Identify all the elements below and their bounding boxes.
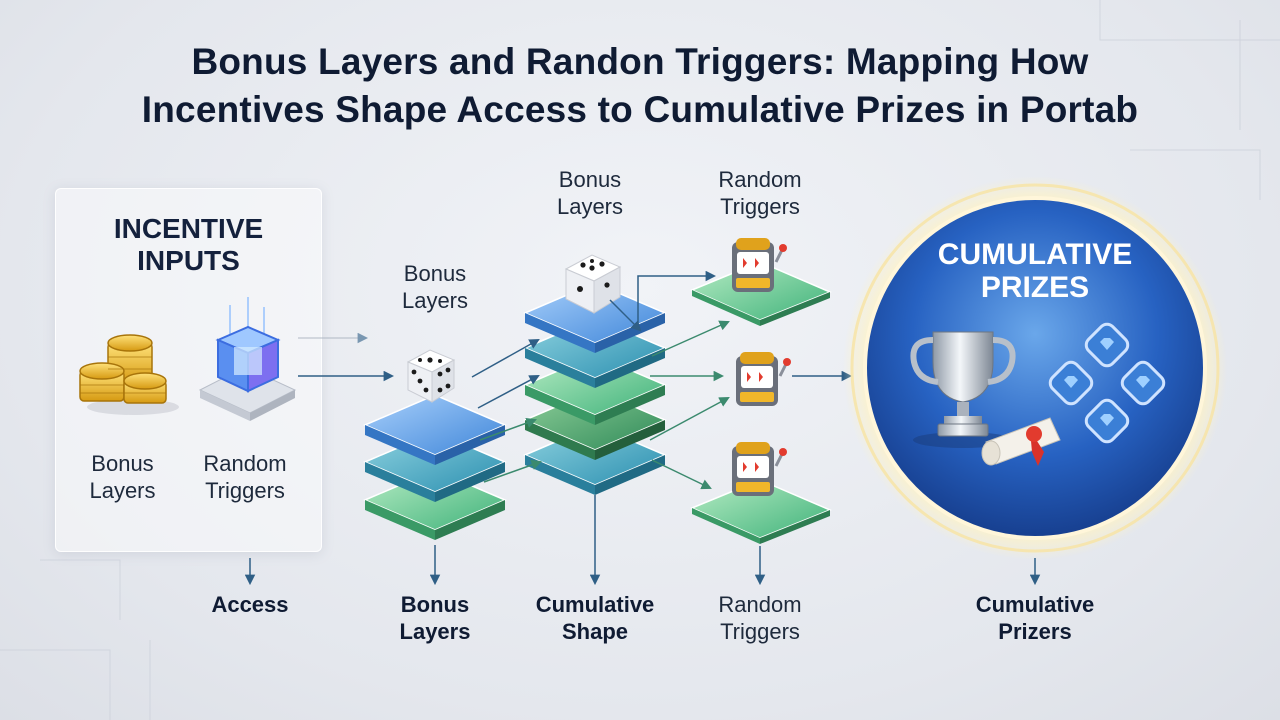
coins-label-line-1: Bonus [91,451,154,476]
coins-label-line-2: Layers [89,478,156,503]
panel-title-line-2: INPUTS [137,245,240,276]
slot-machine-icon-2 [736,352,791,406]
trophy-icon [910,331,1016,448]
coins-label: Bonus Layers [70,450,175,504]
bonus-layer-stack-2 [523,282,667,495]
bottom-label-cumulative-prizers: Cumulative Prizers [955,591,1115,645]
bottom-label-line: Cumulative [975,592,1095,617]
stage-label-random-triggers: Random Triggers [700,166,820,220]
stage-label-line: Layers [401,288,469,313]
badge-cluster-icon [1048,322,1166,444]
down-arrows [244,495,1041,586]
stage-label-line: Bonus [403,261,467,286]
title-line-2: Incentives Shape Access to Cumulative Pr… [141,89,1139,130]
stage-label-bonus-layers-2: Bonus Layers [535,166,645,220]
cube-label: Random Triggers [185,450,305,504]
bottom-label-line: Prizers [998,619,1072,644]
stage-label-bonus-layers-1: Bonus Layers [380,260,490,314]
cube-label-line-1: Random [203,451,287,476]
panel-arrows [298,332,395,382]
bottom-label-bonus-layers: Bonus Layers [375,591,495,645]
title-line-1: Bonus Layers and Randon Triggers: Mappin… [191,41,1089,82]
bottom-label-line: Access [211,592,289,617]
stage-label-line: Triggers [720,194,800,219]
bottom-label-line: Cumulative [535,592,655,617]
bottom-label-access: Access [190,591,310,618]
bottom-label-line: Shape [561,619,629,644]
bottom-label-line: Layers [399,619,471,644]
cumulative-prizes-circle [843,176,1227,560]
scroll-icon [981,417,1061,466]
slot-machine-icon [732,238,787,292]
panel-title: INCENTIVE INPUTS [56,213,321,277]
cube-label-line-2: Triggers [205,478,285,503]
stage-label-line: Bonus [558,167,622,192]
bottom-label-random-triggers: Random Triggers [695,591,825,645]
stack-arrows [471,270,853,490]
bottom-label-cumulative-shape: Cumulative Shape [520,591,670,645]
panel-title-line-1: INCENTIVE [113,213,264,244]
prizes-title-line-2: PRIZES [980,271,1090,304]
dice-icon-2 [564,254,622,314]
coins-icon [79,334,179,415]
stage-label-line: Layers [556,194,624,219]
bonus-layer-stack-1 [363,394,507,540]
prizes-title: CUMULATIVE PRIZES [900,238,1170,304]
bottom-label-line: Triggers [720,619,800,644]
cube-icon [198,297,297,421]
bottom-label-line: Random [718,592,802,617]
bottom-label-line: Bonus [400,592,470,617]
prizes-title-line-1: CUMULATIVE [937,238,1133,271]
page-title: Bonus Layers and Randon Triggers: Mappin… [0,38,1280,134]
dice-icon [406,349,456,403]
slot-machine-icon-3 [732,442,787,496]
stage-label-line: Random [718,167,802,192]
